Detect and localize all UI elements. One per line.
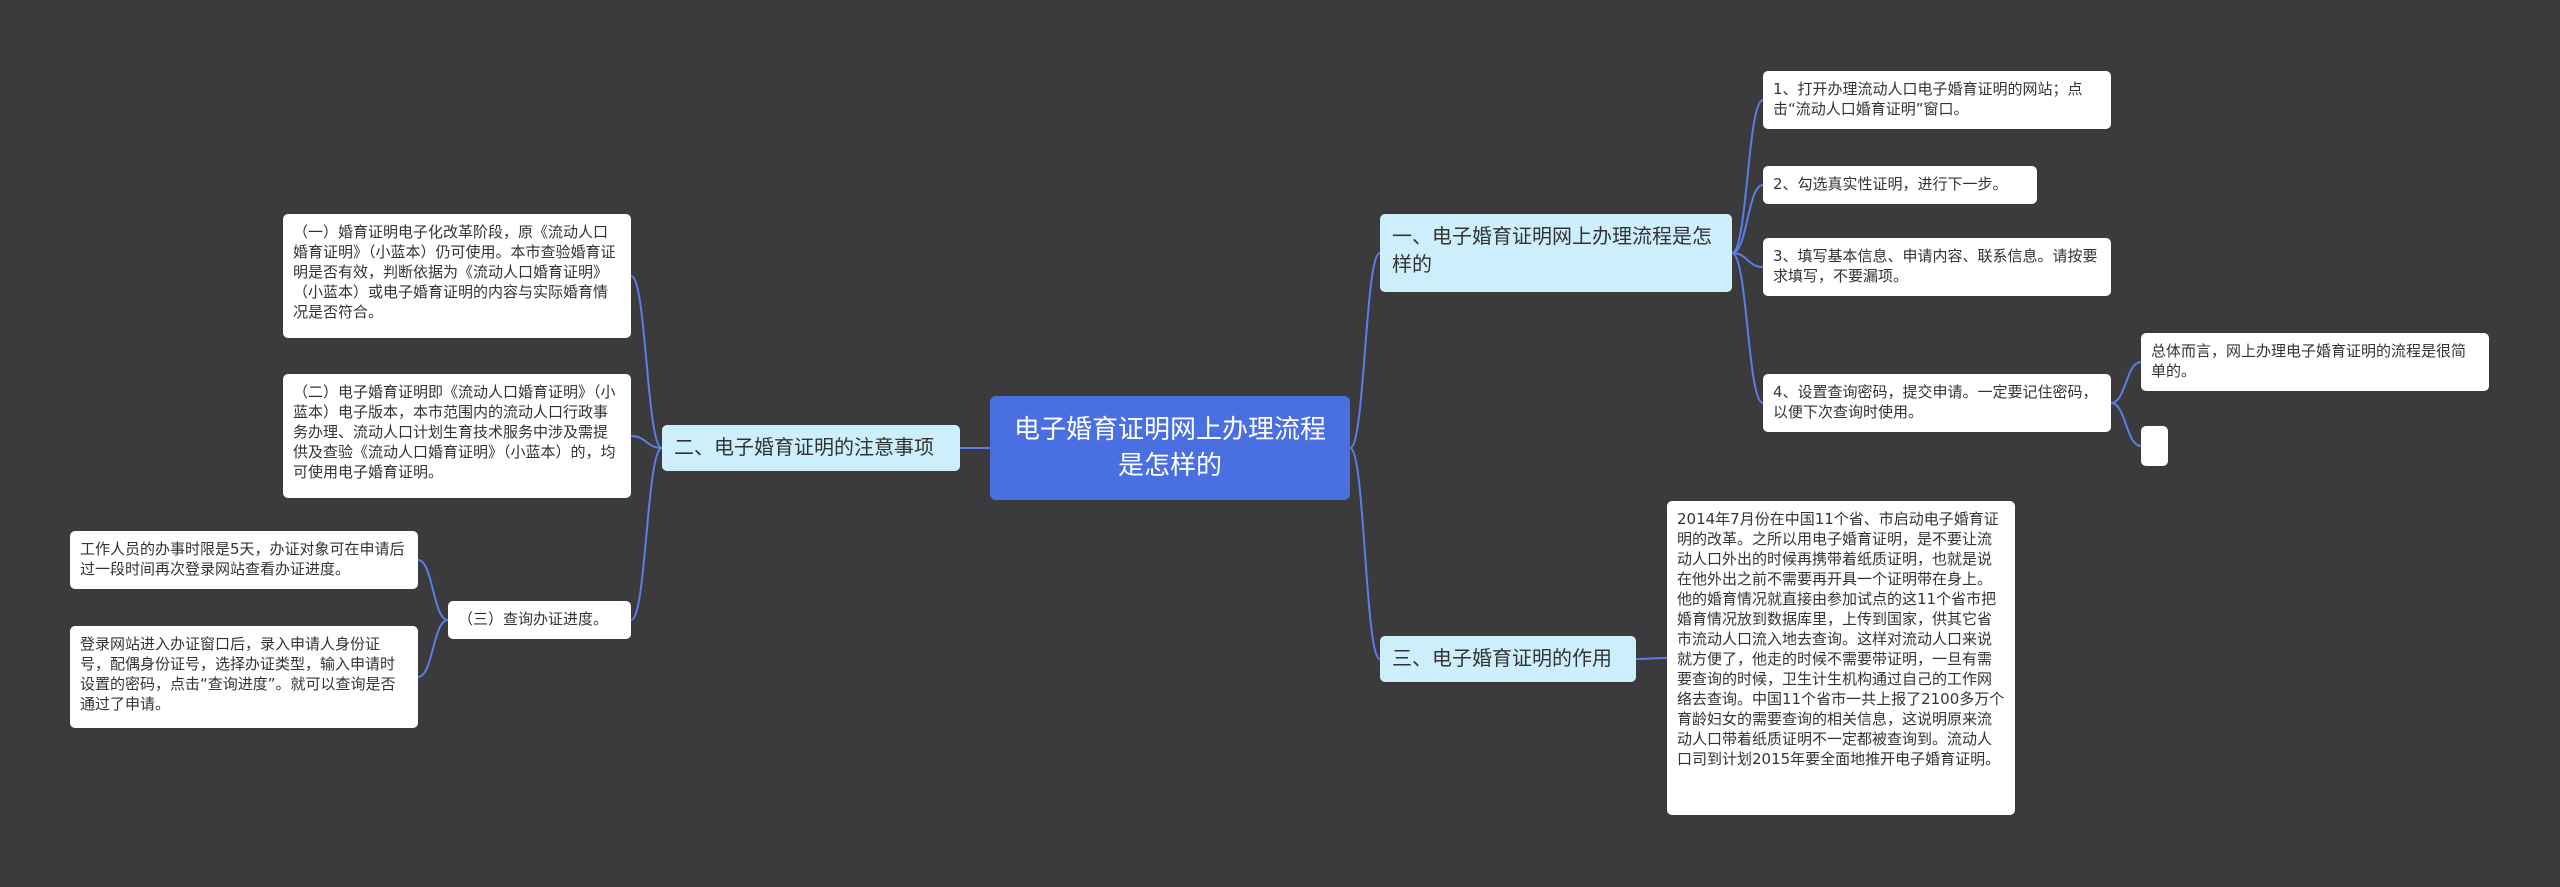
link-b1-s4 xyxy=(1731,252,1764,404)
note-2-text: （二）电子婚育证明即《流动人口婚育证明》（小蓝本）电子版本，本市范围内的流动人口… xyxy=(293,383,616,481)
note-2-node[interactable]: （二）电子婚育证明即《流动人口婚育证明》（小蓝本）电子版本，本市范围内的流动人口… xyxy=(283,374,631,498)
link-b2-n2 xyxy=(630,435,663,449)
branch-online-process-label: 一、电子婚育证明网上办理流程是怎样的 xyxy=(1392,224,1712,276)
step-3-node[interactable]: 3、填写基本信息、申请内容、联系信息。请按要求填写，不要漏项。 xyxy=(1763,238,2111,296)
step-4-node[interactable]: 4、设置查询密码，提交申请。一定要记住密码，以便下次查询时使用。 xyxy=(1763,374,2111,432)
step-3-text: 3、填写基本信息、申请内容、联系信息。请按要求填写，不要漏项。 xyxy=(1773,247,2098,285)
effect-node[interactable]: 2014年7月份在中国11个省、市启动电子婚育证明的改革。之所以用电子婚育证明，… xyxy=(1667,501,2015,815)
step-2-node[interactable]: 2、勾选真实性证明，进行下一步。 xyxy=(1763,166,2037,204)
link-n3-n3b xyxy=(417,619,449,678)
step-2-text: 2、勾选真实性证明，进行下一步。 xyxy=(1773,175,2008,193)
note-3b-text: 登录网站进入办证窗口后，录入申请人身份证号，配偶身份证号，选择办证类型，输入申请… xyxy=(80,635,396,713)
link-n3-n3a xyxy=(417,559,449,621)
step-1-node[interactable]: 1、打开办理流动人口电子婚育证明的网站；点击“流动人口婚育证明”窗口。 xyxy=(1763,71,2111,129)
step-4-text: 4、设置查询密码，提交申请。一定要记住密码，以便下次查询时使用。 xyxy=(1773,383,2098,421)
note-1-text: （一）婚育证明电子化改革阶段，原《流动人口婚育证明》（小蓝本）仍可使用。本市查验… xyxy=(293,223,616,321)
note-3-text: （三）查询办证进度。 xyxy=(458,610,609,628)
link-b3-effect xyxy=(1635,657,1668,660)
branch-notes-label: 二、电子婚育证明的注意事项 xyxy=(674,435,934,459)
link-b2-n1 xyxy=(630,275,663,449)
summary-text: 总体而言，网上办理电子婚育证明的流程是很简单的。 xyxy=(2151,342,2467,380)
branch-notes[interactable]: 二、电子婚育证明的注意事项 xyxy=(662,425,960,471)
link-b2-n3 xyxy=(630,447,663,621)
root-topic-label: 电子婚育证明网上办理流程是怎样的 xyxy=(1013,415,1326,481)
note-1-node[interactable]: （一）婚育证明电子化改革阶段，原《流动人口婚育证明》（小蓝本）仍可使用。本市查验… xyxy=(283,214,631,338)
link-b1-s2 xyxy=(1731,184,1764,254)
link-s4-empty xyxy=(2110,402,2142,447)
empty-node[interactable] xyxy=(2141,426,2168,466)
note-3a-node[interactable]: 工作人员的办事时限是5天，办证对象可在申请后过一段时间再次登录网站查看办证进度。 xyxy=(70,531,418,589)
note-3-node[interactable]: （三）查询办证进度。 xyxy=(448,601,631,639)
root-topic[interactable]: 电子婚育证明网上办理流程是怎样的 xyxy=(990,396,1350,500)
link-root-b1 xyxy=(1349,252,1381,449)
link-b1-s3 xyxy=(1731,252,1764,268)
branch-effect[interactable]: 三、电子婚育证明的作用 xyxy=(1380,636,1636,682)
link-s4-summary xyxy=(2110,361,2142,404)
note-3a-text: 工作人员的办事时限是5天，办证对象可在申请后过一段时间再次登录网站查看办证进度。 xyxy=(80,540,405,578)
effect-text: 2014年7月份在中国11个省、市启动电子婚育证明的改革。之所以用电子婚育证明，… xyxy=(1677,510,2005,768)
branch-online-process[interactable]: 一、电子婚育证明网上办理流程是怎样的 xyxy=(1380,214,1732,292)
step-1-text: 1、打开办理流动人口电子婚育证明的网站；点击“流动人口婚育证明”窗口。 xyxy=(1773,80,2083,118)
link-root-b3 xyxy=(1349,447,1381,660)
branch-effect-label: 三、电子婚育证明的作用 xyxy=(1392,646,1612,670)
link-b1-s1 xyxy=(1731,99,1764,254)
note-3b-node[interactable]: 登录网站进入办证窗口后，录入申请人身份证号，配偶身份证号，选择办证类型，输入申请… xyxy=(70,626,418,728)
summary-node[interactable]: 总体而言，网上办理电子婚育证明的流程是很简单的。 xyxy=(2141,333,2489,391)
